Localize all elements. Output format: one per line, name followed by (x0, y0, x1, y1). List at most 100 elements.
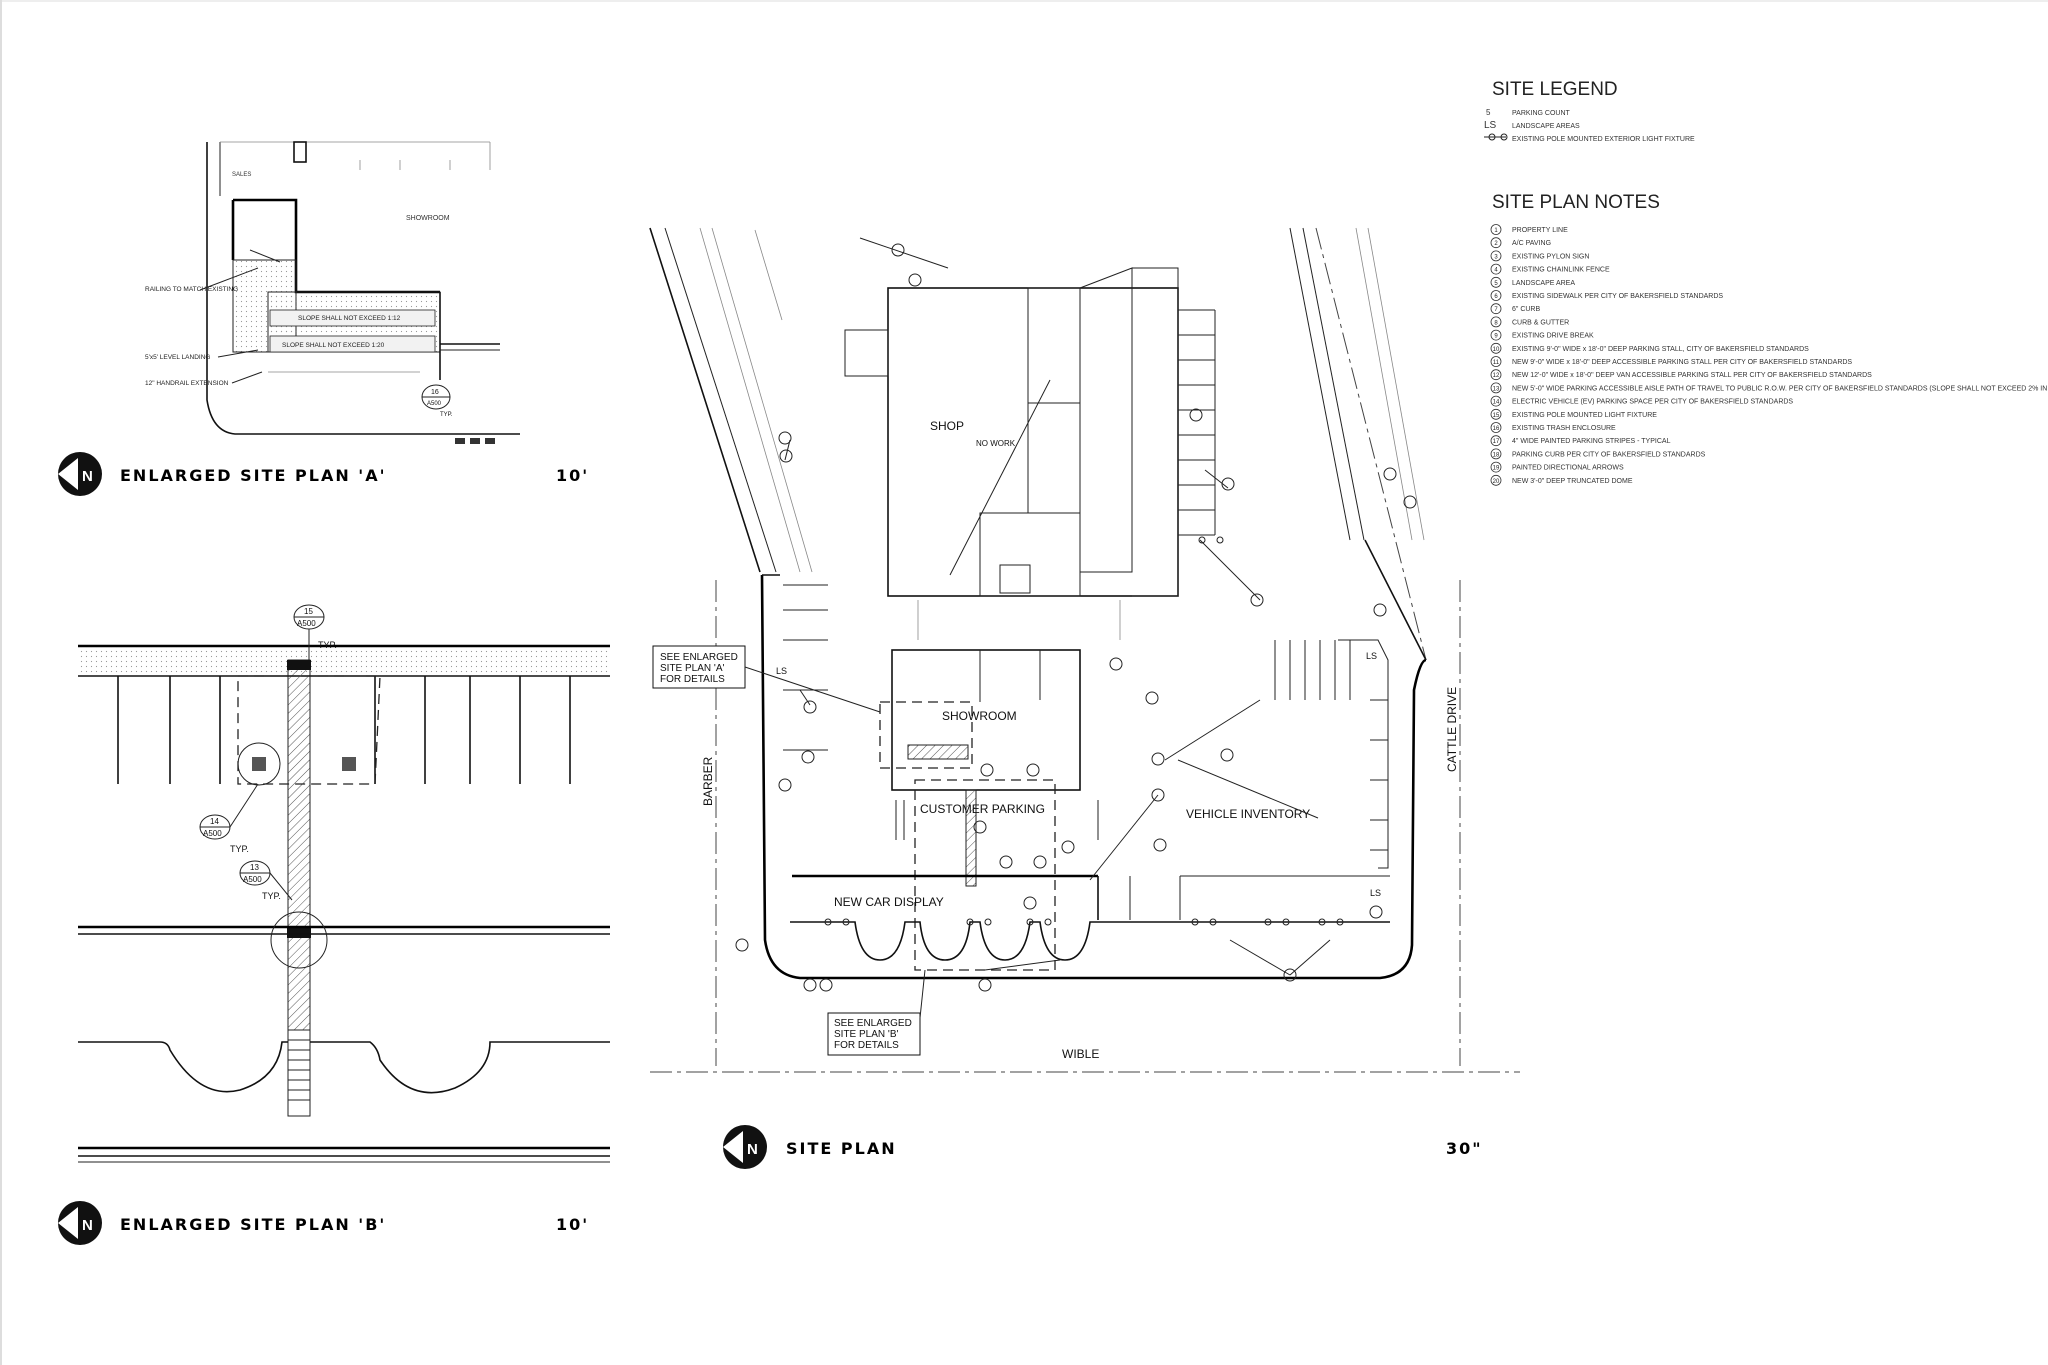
note-number: 1 (1494, 228, 1498, 234)
svg-text:N: N (82, 468, 93, 485)
display-curb-right (310, 1041, 610, 1094)
note-text: EXISTING PYLON SIGN (1512, 253, 1589, 260)
note-text: EXISTING TRASH ENCLOSURE (1512, 425, 1616, 432)
detail-bubble-a: 16 A500 TYP. (421, 384, 453, 418)
detail-number-a: 16 (431, 389, 439, 396)
note-number: 18 (1493, 452, 1500, 458)
right-stalls (1178, 309, 1216, 536)
column-icon (293, 141, 307, 163)
detail-bubble-14: 14 A500 TYP. (199, 814, 249, 854)
leader-lines (784, 237, 1331, 976)
note-number: 13 (1493, 386, 1500, 392)
note-number-circle (1490, 276, 1502, 288)
note-number-circle (1490, 408, 1502, 420)
legend-title: SITE LEGEND (1492, 79, 1618, 100)
note-number: 17 (1493, 439, 1500, 445)
note-number: 10 (1493, 347, 1500, 353)
note-text: EXISTING 9'-0" WIDE x 18'-0" DEEP PARKIN… (1512, 346, 1809, 353)
note-text: NEW 9'-0" WIDE x 18'-0" DEEP ACCESSIBLE … (1512, 359, 1852, 366)
railing-note: RAILING TO MATCH EXISTING (145, 286, 238, 293)
curb-mark-1 (455, 438, 465, 444)
note-number-circle (1490, 329, 1502, 341)
note-number-circle (1490, 382, 1502, 394)
callout-b-line2: SITE PLAN 'B' (834, 1029, 898, 1040)
note-number: 5 (1494, 281, 1498, 287)
barber-label: BARBER (701, 756, 715, 806)
note-number: 15 (1493, 413, 1500, 419)
ls-label-1: LS (776, 666, 787, 676)
note-text: ELECTRIC VEHICLE (EV) PARKING SPACE PER … (1512, 399, 1793, 406)
detail-15-number: 15 (304, 607, 313, 616)
cattle-drive-label: CATTLE DRIVE (1445, 687, 1459, 772)
accessible-stall-outline (237, 675, 381, 785)
light-fixture-icon (1484, 133, 1508, 141)
site-accessible-path (965, 789, 977, 887)
enlarged-site-plan-a: SALES SHOWROOM SLOPE SHALL NOT EXCEED 1:… (58, 141, 589, 496)
note-number-circle (1490, 224, 1502, 235)
note-number-circle (1490, 303, 1502, 315)
enlarged-site-plan-b: 15 A500 TYP. 14 A500 TYP. 13 A500 TYP. N… (58, 604, 610, 1245)
detail-bubble-15: 15 A500 TYP. (293, 604, 337, 650)
note-number: 20 (1493, 479, 1500, 485)
main-site-plan: SHOP NO WORK SHOWROOM (649, 227, 1520, 1169)
note-text: PROPERTY LINE (1512, 227, 1568, 234)
north-arrow-site: N (723, 1125, 767, 1169)
detail-15-typ: TYP. (318, 640, 337, 650)
display-curbs (790, 921, 1390, 961)
legend-symbol-2: LS (1484, 120, 1497, 131)
no-work-leader (949, 379, 1051, 576)
callout-a-line2: SITE PLAN 'A' (660, 663, 724, 674)
note-number-circle (1490, 316, 1502, 328)
site-legend: SITE LEGEND 5 PARKING COUNT LS LANDSCAPE… (1484, 79, 1695, 143)
note-number: 16 (1493, 426, 1500, 432)
truncated-dome-1 (287, 660, 311, 670)
detail-15-sheet: A500 (297, 619, 316, 628)
note-text: EXISTING POLE MOUNTED LIGHT FIXTURE (1512, 412, 1657, 419)
handrail-note: 12" HANDRAIL EXTENSION (145, 380, 229, 387)
note-text: 6" CURB (1512, 306, 1540, 313)
note-number-circle (1490, 263, 1502, 275)
ls-label-3: LS (1370, 888, 1381, 898)
vehicle-inventory-label: VEHICLE INVENTORY (1186, 807, 1310, 821)
ramp-lower (269, 335, 436, 353)
note-number-circle (1490, 342, 1502, 354)
callout-a-line3: FOR DETAILS (660, 674, 725, 685)
note-number: 14 (1493, 400, 1500, 406)
note-text: EXISTING SIDEWALK PER CITY OF BAKERSFIEL… (1512, 293, 1723, 300)
notes-title: SITE PLAN NOTES (1492, 192, 1660, 213)
note-number-circle (1490, 474, 1502, 486)
note-number: 19 (1493, 466, 1500, 472)
callout-b-line1: SEE ENLARGED (834, 1018, 912, 1029)
typ-a: TYP. (440, 412, 453, 418)
note-number-circle (1490, 435, 1502, 447)
note-number: 3 (1494, 254, 1498, 260)
site-plan-title: SITE PLAN (786, 1139, 897, 1158)
no-work-label: NO WORK (976, 439, 1016, 448)
shop-label: SHOP (930, 419, 964, 433)
parking-stripes-b (117, 676, 571, 784)
customer-parking-label: CUSTOMER PARKING (920, 802, 1045, 816)
accessible-symbol-1 (252, 757, 266, 771)
legend-symbol-1: 5 (1486, 108, 1491, 117)
note-number: 11 (1493, 360, 1500, 366)
detail-14-sheet: A500 (203, 829, 222, 838)
ls-label-2: LS (1366, 651, 1377, 661)
note-number-circle (1490, 422, 1502, 433)
property-edge-a (206, 142, 520, 435)
note-number: 12 (1493, 373, 1500, 379)
sidewalk-band (78, 646, 610, 676)
callout-b-line3: FOR DETAILS (834, 1040, 899, 1051)
note-text: NEW 3'-0" DEEP TRUNCATED DOME (1512, 478, 1633, 485)
showroom-label: SHOWROOM (942, 709, 1017, 723)
accessible-symbol-2 (342, 757, 356, 771)
left-stalls (783, 584, 828, 751)
note-text: CURB & GUTTER (1512, 319, 1569, 326)
note-number: 8 (1494, 320, 1498, 326)
plan-a-scale: 10' (556, 466, 589, 485)
detail-13-typ: TYP. (262, 891, 281, 901)
keyed-note-circles (735, 243, 1417, 992)
front-stalls (792, 800, 1390, 920)
north-arrow-a: N (58, 452, 102, 496)
